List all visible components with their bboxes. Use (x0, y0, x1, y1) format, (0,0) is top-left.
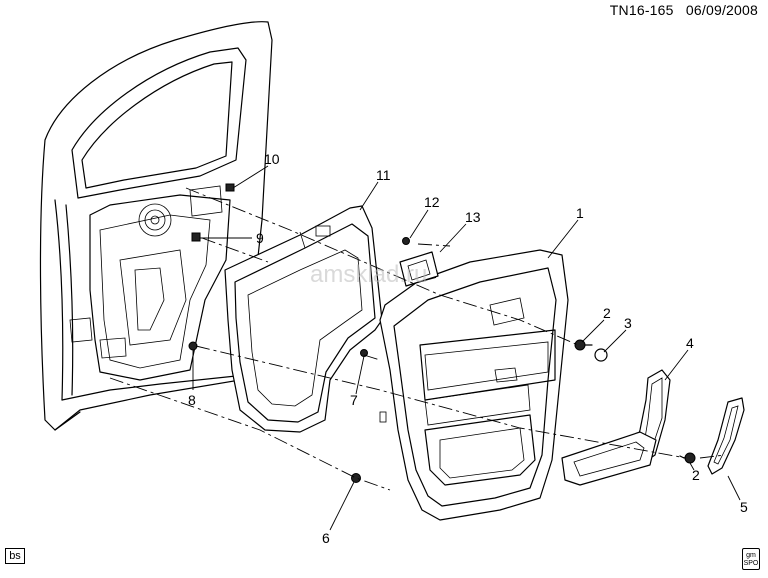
callout-10: 10 (264, 151, 280, 167)
callout-6: 6 (322, 530, 330, 546)
callout-9: 9 (256, 230, 264, 246)
fasteners (188, 183, 696, 483)
diagram-date: 06/09/2008 (685, 2, 758, 18)
callout-2-lower: 2 (692, 467, 700, 483)
diagram-header: TN16-165 06/09/2008 (610, 2, 758, 18)
leader-lines (192, 165, 741, 531)
callout-12: 12 (424, 194, 440, 210)
callout-2-upper: 2 (603, 305, 611, 321)
callout-11: 11 (376, 167, 391, 183)
callout-13: 13 (465, 209, 481, 225)
assembly-lines (109, 187, 726, 491)
diagram-id: TN16-165 (609, 2, 674, 18)
callout-7: 7 (350, 392, 358, 408)
callout-8: 8 (188, 392, 196, 408)
pull-handle (561, 369, 671, 486)
bracket-13 (399, 251, 439, 287)
bs-badge: bs (5, 548, 25, 564)
door-frame (39, 21, 273, 431)
door-molding (707, 397, 745, 475)
water-deflector-panel (224, 205, 387, 433)
callout-4: 4 (686, 335, 694, 351)
callout-5: 5 (740, 499, 748, 515)
callout-1: 1 (576, 205, 584, 221)
door-trim-panel (379, 249, 569, 521)
callout-3: 3 (624, 315, 632, 331)
watermark-text: amsklad.ru (310, 261, 427, 288)
callout-labels: 10 11 12 13 1 9 2 3 4 8 7 2 6 5 (188, 151, 748, 546)
